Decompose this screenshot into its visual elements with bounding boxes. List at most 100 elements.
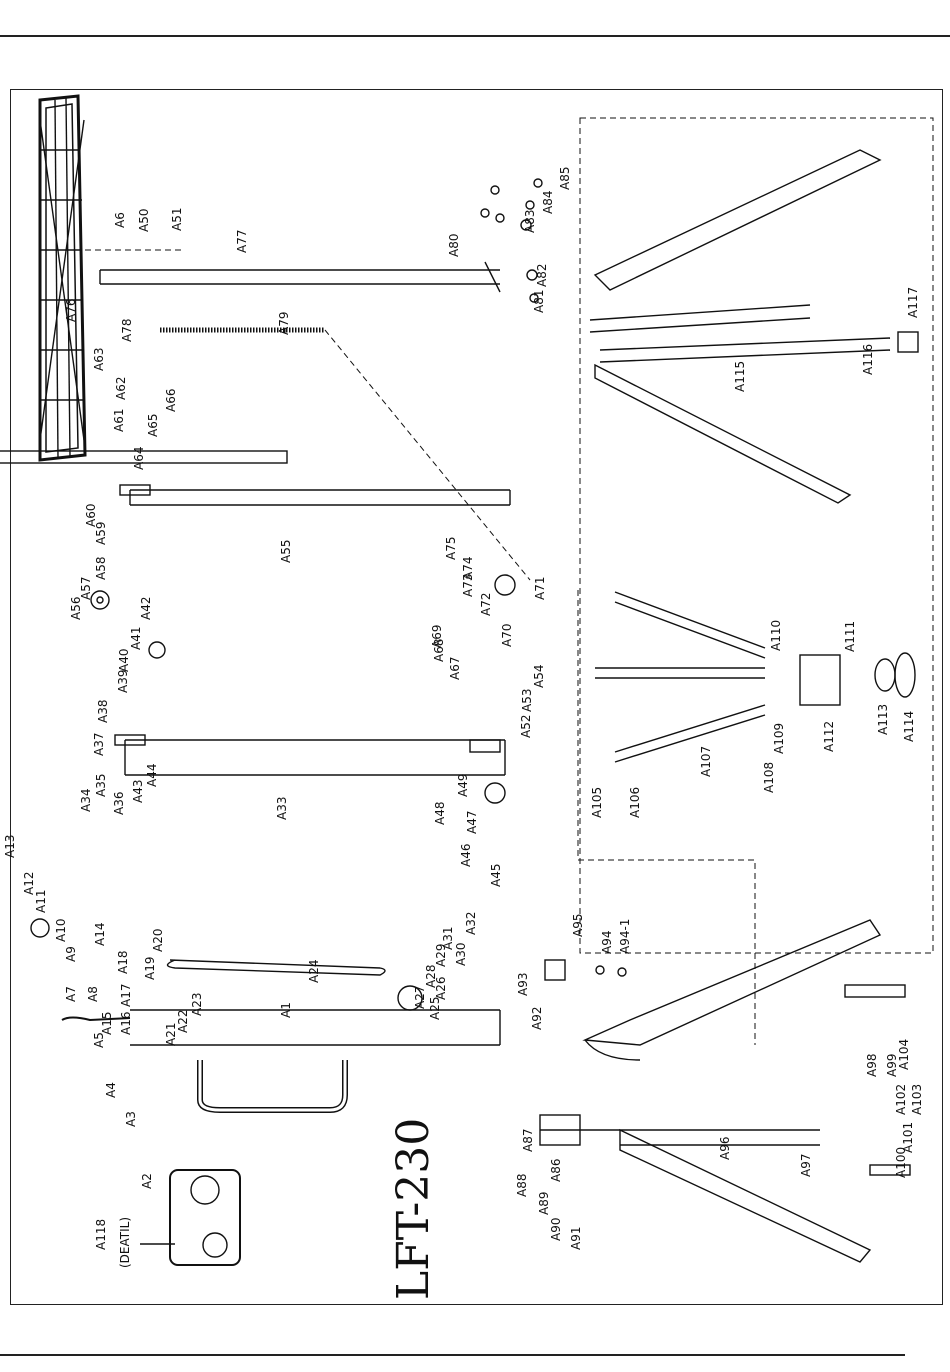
footer-rule	[0, 1354, 905, 1356]
winch-a118	[140, 1169, 241, 1266]
part-label-a113: A113	[876, 704, 890, 735]
part-label-a111: A111	[843, 621, 857, 652]
part-label-a65: A65	[146, 414, 160, 437]
part-label-a25: A25	[428, 997, 442, 1020]
part-label-a41: A41	[129, 627, 143, 650]
long-legs	[589, 149, 919, 504]
part-label-a103: A103	[910, 1084, 924, 1115]
part-label-a91: A91	[569, 1227, 583, 1250]
part-label-a46: A46	[459, 844, 473, 867]
part-label-a108: A108	[762, 762, 776, 793]
pulley-a49	[484, 782, 506, 804]
part-label-a77: A77	[235, 230, 249, 253]
part-label-a23: A23	[190, 993, 204, 1016]
part-label-a3: A3	[124, 1111, 138, 1127]
part-label-a112: A112	[822, 721, 836, 752]
part-label-a4: A4	[104, 1082, 118, 1098]
part-label-a69: A69	[430, 625, 444, 648]
part-label-a54: A54	[532, 665, 546, 688]
part-label-a9: A9	[64, 946, 78, 962]
part-label-a51: A51	[170, 208, 184, 231]
part-label-a26: A26	[434, 977, 448, 1000]
part-label-a98: A98	[865, 1054, 879, 1077]
part-label-a31: A31	[441, 927, 455, 950]
pulley-a41	[148, 641, 166, 659]
part-label-a22: A22	[176, 1010, 190, 1033]
part-label-a88: A88	[515, 1174, 529, 1197]
part-label-a99: A99	[885, 1054, 899, 1077]
part-label-a90: A90	[549, 1218, 563, 1241]
column-a1	[130, 1009, 501, 1113]
guide-lines	[85, 117, 934, 1045]
part-label-a83: A83	[523, 210, 537, 233]
head-assembly	[539, 959, 627, 1146]
part-label-a106: A106	[628, 787, 642, 818]
part-label-a11: A11	[34, 890, 48, 913]
part-label-a57: A57	[79, 577, 93, 600]
part-label-a82: A82	[535, 264, 549, 287]
pulley-a72	[494, 574, 516, 596]
part-label-a8: A8	[86, 986, 100, 1002]
column-a55	[119, 484, 511, 506]
part-label-a114: A114	[902, 711, 916, 742]
part-label-a42: A42	[139, 597, 153, 620]
part-label-a107: A107	[699, 746, 713, 777]
part-label-a80: A80	[447, 234, 461, 257]
top-bracket	[480, 178, 543, 303]
platform-grid	[38, 94, 87, 462]
part-label-a61: A61	[112, 409, 126, 432]
part-label-a53: A53	[520, 689, 534, 712]
part-label-a85: A85	[558, 167, 572, 190]
part-label-a94-1: A94-1	[618, 919, 632, 954]
part-label-a40: A40	[117, 649, 131, 672]
part-label-a24: A24	[307, 960, 321, 983]
part-label-a47: A47	[465, 811, 479, 834]
part-label-a34: A34	[79, 789, 93, 812]
part-label-a13: A13	[3, 835, 17, 858]
part-label-a67: A67	[448, 657, 462, 680]
part-label-a1: A1	[279, 1002, 293, 1018]
part-label-a12: A12	[22, 872, 36, 895]
part-label-a2: A2	[140, 1173, 154, 1189]
part-label-a32: A32	[464, 912, 478, 935]
part-label-a95: A95	[571, 914, 585, 937]
part-label-a14: A14	[93, 923, 107, 946]
part-label-a118: A118	[94, 1219, 108, 1250]
part-label-a93: A93	[516, 973, 530, 996]
part-label-a109: A109	[772, 723, 786, 754]
part-label-a96: A96	[718, 1137, 732, 1160]
part-label-a87: A87	[521, 1129, 535, 1152]
part-label-a35: A35	[94, 774, 108, 797]
part-label-a60: A60	[84, 504, 98, 527]
part-label-a79: A79	[277, 312, 291, 335]
part-label-a86: A86	[549, 1159, 563, 1182]
part-label-a84: A84	[541, 191, 555, 214]
part-label-a116: A116	[861, 344, 875, 375]
part-label-a10: A10	[54, 919, 68, 942]
part-label-a92: A92	[530, 1007, 544, 1030]
column-a33	[114, 734, 506, 776]
part-label-a44: A44	[145, 764, 159, 787]
part-label-a56: A56	[69, 597, 83, 620]
part-label-a50: A50	[137, 209, 151, 232]
model-title: LFT-230	[388, 1118, 439, 1300]
part-label-a64: A64	[132, 447, 146, 470]
part-label-a74: A74	[461, 557, 475, 580]
crank-handle-a16	[61, 1016, 131, 1022]
part-label-a45: A45	[489, 864, 503, 887]
part-label-a15: A15	[100, 1012, 114, 1035]
part-label-a27: A27	[413, 986, 427, 1009]
header-rule	[0, 35, 950, 37]
part-label-a6: A6	[113, 212, 127, 228]
part-label-a36: A36	[112, 792, 126, 815]
part-label-a102: A102	[894, 1084, 908, 1115]
part-label-a89: A89	[537, 1192, 551, 1215]
pulley-a28	[397, 985, 423, 1011]
pole-a77	[0, 450, 288, 464]
part-label-a43: A43	[131, 780, 145, 803]
diagram-frame	[10, 89, 943, 1305]
part-label-a21: A21	[164, 1023, 178, 1046]
part-label-a30: A30	[454, 943, 468, 966]
part-label-a101: A101	[901, 1122, 915, 1153]
part-label-a105: A105	[590, 787, 604, 818]
